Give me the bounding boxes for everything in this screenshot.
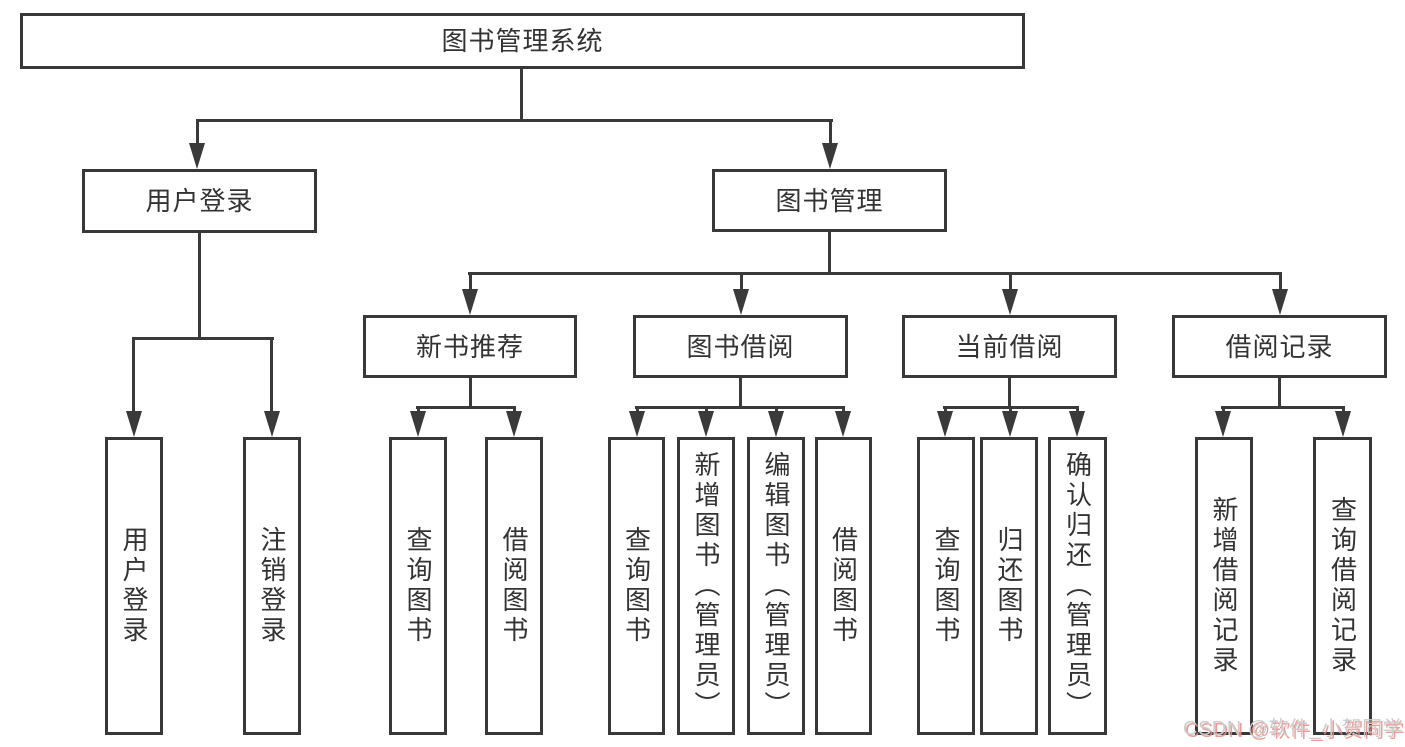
connector-line [828,232,831,274]
leaf-logout: 注销登录 [243,437,301,735]
connector-line [1342,406,1345,414]
connector-line [416,406,516,409]
connector-line [1008,378,1011,408]
watermark: CSDN @软件_小贺同学 [1183,718,1404,740]
connector-line [1279,272,1282,292]
connector-line [705,406,708,414]
connector-line [469,378,472,408]
connector-line [1221,406,1345,409]
leaf-user-login: 用户登录 [105,437,163,735]
connector-arrow [1002,411,1018,437]
connector-line [520,69,523,121]
connector-line [739,378,742,408]
leaf-add-books-admin: 新增图书（管理员） [677,437,735,735]
connector-line [513,406,516,414]
node-book-management: 图书管理 [712,169,947,232]
connector-line [196,119,833,122]
connector-line [1076,406,1079,414]
connector-arrow [835,411,851,437]
leaf-query-books-current: 查询图书 [917,437,975,735]
connector-arrow [937,411,953,437]
connector-arrow [126,411,142,437]
connector-line [944,406,947,414]
connector-arrow [822,143,838,169]
node-book-borrowing: 图书借阅 [633,315,848,378]
connector-line [132,337,274,340]
connector-line [842,406,845,414]
connector-arrow [733,289,749,315]
node-current-borrowing: 当前借阅 [902,315,1117,378]
connector-line [636,406,639,414]
leaf-query-books-recommend: 查询图书 [389,437,447,735]
leaf-add-borrow-record: 新增借阅记录 [1195,437,1253,735]
node-new-book-recommendation: 新书推荐 [363,315,577,378]
connector-arrow [629,411,645,437]
connector-line [775,406,778,414]
connector-line [196,119,199,145]
node-root: 图书管理系统 [20,13,1025,69]
connector-line [469,272,472,292]
connector-arrow [698,411,714,437]
node-borrowing-records: 借阅记录 [1172,315,1387,378]
connector-arrow [768,411,784,437]
connector-line [417,406,420,414]
connector-line [1009,272,1012,292]
connector-arrow [1069,411,1085,437]
connector-line [635,406,845,409]
connector-line [1009,406,1012,414]
leaf-query-books-borrowing: 查询图书 [608,437,665,735]
connector-arrow [1215,411,1231,437]
leaf-edit-books-admin: 编辑图书（管理员） [747,437,805,735]
connector-line [829,119,832,145]
connector-arrow [1335,411,1351,437]
connector-arrow [410,411,426,437]
connector-line [1278,378,1281,408]
connector-arrow [1272,289,1288,315]
leaf-borrow-books-borrowing: 借阅图书 [815,437,872,735]
connector-arrow [189,143,205,169]
connector-line [270,337,273,413]
node-user-login: 用户登录 [82,169,317,233]
connector-arrow [1002,289,1018,315]
connector-line [132,337,135,413]
connector-arrow [264,411,280,437]
leaf-borrow-books-recommend: 借阅图书 [485,437,543,735]
connector-line [198,233,201,339]
connector-arrow [506,411,522,437]
connector-line [1222,406,1225,414]
connector-line [468,272,1281,275]
leaf-query-borrow-record: 查询借阅记录 [1313,437,1372,735]
leaf-return-books: 归还图书 [980,437,1038,735]
connector-arrow [462,289,478,315]
leaf-confirm-return-admin: 确认归还（管理员） [1048,437,1107,735]
connector-line [740,272,743,292]
